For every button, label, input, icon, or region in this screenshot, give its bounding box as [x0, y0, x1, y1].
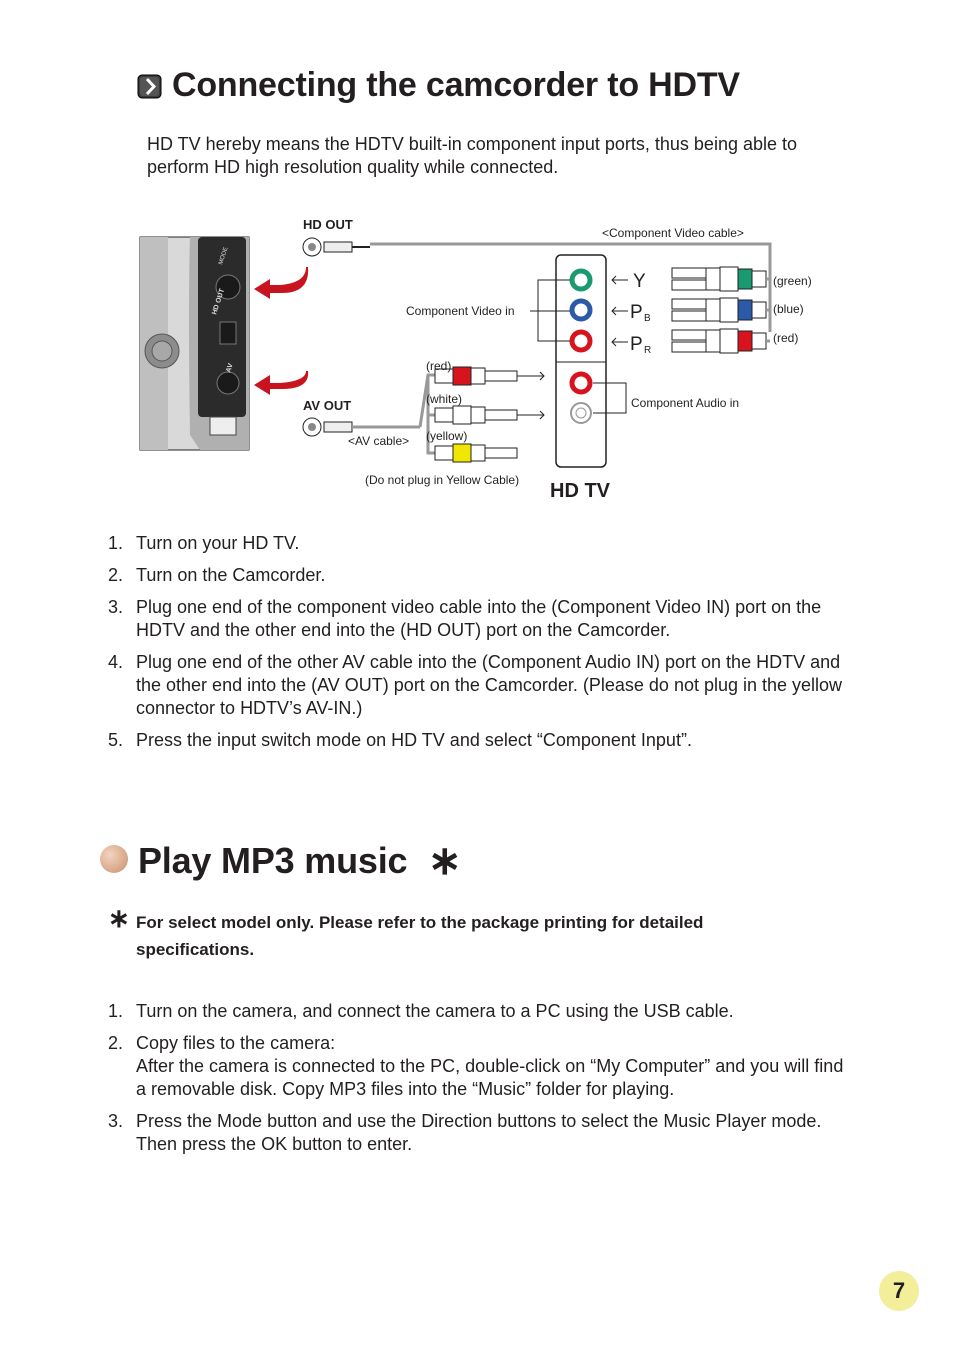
- port-y-label: Y: [633, 271, 646, 292]
- note-text: For select model only. Please refer to t…: [136, 913, 704, 959]
- component-audio-in-label: Component Audio in: [631, 396, 739, 410]
- port-pr-sub: R: [644, 345, 651, 356]
- component-plug-blue: [671, 297, 767, 323]
- cam-mode-label: MODE: [218, 247, 229, 266]
- yellow-label: (yellow): [426, 429, 467, 443]
- green-label: (green): [773, 274, 812, 288]
- arrow-hdout-icon: [254, 267, 309, 299]
- white-label: (white): [426, 392, 462, 406]
- red-right-label: (red): [773, 331, 798, 345]
- do-not-plug-label: (Do not plug in Yellow Cable): [365, 473, 519, 487]
- rca-plug-yellow-left: [434, 443, 518, 463]
- steps-list-1: 1.Turn on your HD TV. 2.Turn on the Camc…: [108, 532, 858, 761]
- list-item: 2.Copy files to the camera:After the cam…: [108, 1033, 844, 1099]
- page-number: 7: [879, 1271, 919, 1311]
- component-video-in-label: Component Video in: [406, 304, 515, 318]
- asterisk-icon: ∗: [428, 839, 462, 883]
- list-item: 5.Press the input switch mode on HD TV a…: [108, 730, 692, 750]
- note-asterisk-icon: ∗: [108, 903, 130, 933]
- component-plug-green: [671, 266, 767, 292]
- section-icon: [137, 74, 162, 99]
- circle-bullet-icon: [100, 845, 128, 873]
- section-title-mp3: Play MP3 music: [138, 840, 408, 881]
- connection-diagram: MODE HD OUT AV HD OUT <Component Video c…: [139, 217, 812, 502]
- list-item: 1.Turn on your HD TV.: [108, 533, 300, 553]
- port-pr-label: P: [630, 334, 643, 355]
- port-pb-sub: B: [644, 313, 651, 324]
- section-title: Connecting the camcorder to HDTV: [172, 66, 740, 104]
- arrow-avout-icon: [254, 371, 309, 395]
- intro-paragraph: HD TV hereby means the HDTV built-in com…: [147, 134, 798, 177]
- component-video-cable-label: <Component Video cable>: [602, 226, 744, 240]
- blue-label: (blue): [773, 302, 804, 316]
- port-pb-label: P: [630, 302, 643, 323]
- av-out-label: AV OUT: [303, 398, 351, 413]
- list-item: 4.Plug one end of the other AV cable int…: [108, 652, 843, 718]
- cam-av-label: AV: [225, 362, 235, 373]
- list-item: 3.Press the Mode button and use the Dire…: [108, 1111, 822, 1154]
- list-item: 2.Turn on the Camcorder.: [108, 565, 326, 585]
- camcorder-illustration: MODE HD OUT AV: [139, 236, 250, 451]
- hd-tv-label: HD TV: [550, 480, 611, 502]
- rca-plug-white-left: [434, 405, 545, 425]
- hdtv-panel: [555, 254, 607, 468]
- hd-out-label: HD OUT: [303, 217, 353, 232]
- rca-plug-red-left: [434, 366, 545, 386]
- component-plug-red: [671, 328, 767, 354]
- list-item: 3.Plug one end of the component video ca…: [108, 597, 822, 640]
- steps-list-2: 1.Turn on the camera, and connect the ca…: [108, 1000, 858, 1165]
- av-cable-label: <AV cable>: [348, 434, 409, 448]
- list-item: 1.Turn on the camera, and connect the ca…: [108, 1001, 734, 1021]
- red-left-label: (red): [426, 359, 451, 373]
